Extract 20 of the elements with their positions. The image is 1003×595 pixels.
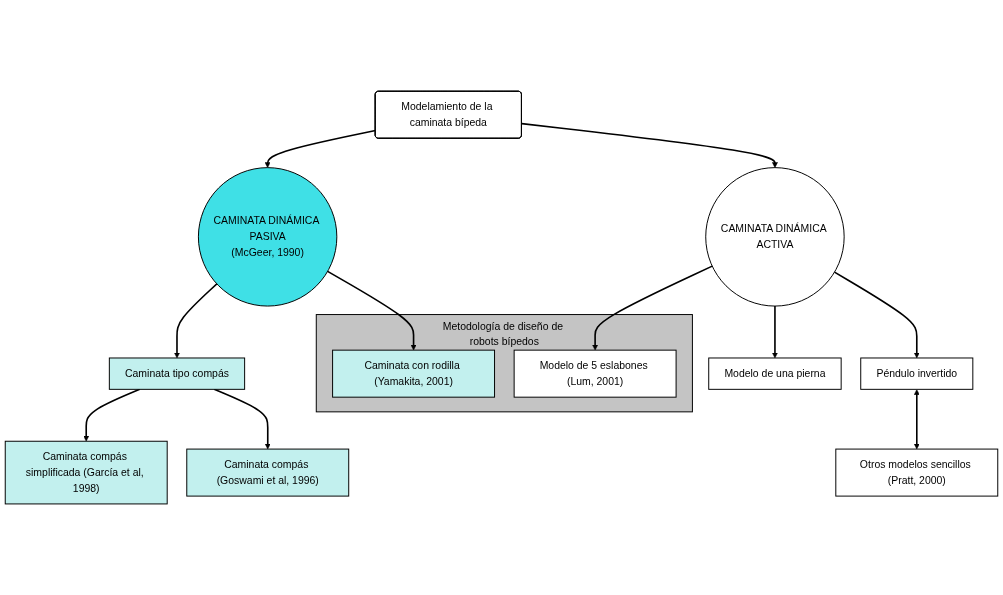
node-circle: CAMINATA DINÁMICA ACTIVA <box>705 167 845 307</box>
arrow <box>83 388 141 442</box>
node-box: Caminata compás (Goswami et al, 1996) <box>186 448 350 497</box>
arrow <box>772 305 778 359</box>
arrow <box>592 265 714 351</box>
arrow <box>520 122 778 168</box>
node-circle: CAMINATA DINÁMICA PASIVA (McGeer, 1990) <box>197 167 338 307</box>
arrow <box>326 270 417 351</box>
node-box: Caminata tipo compás <box>108 357 246 390</box>
node-box: Caminata con rodilla (Yamakita, 2001) <box>332 349 496 398</box>
node-box: Caminata compás simplificada (García et al, 1998) <box>4 440 168 505</box>
node-box: Péndulo invertido <box>860 357 974 390</box>
node-box: Modelo de una pierna <box>708 357 842 390</box>
node-box: Modelo de 5 eslabones (Lum, 2001) <box>513 349 677 398</box>
arrow <box>174 283 218 359</box>
node-box: Otros modelos sencillos (Pratt, 2000) <box>835 448 999 497</box>
arrow <box>264 129 377 168</box>
arrow <box>833 271 920 359</box>
arrow <box>913 389 920 450</box>
arrow <box>213 388 271 450</box>
